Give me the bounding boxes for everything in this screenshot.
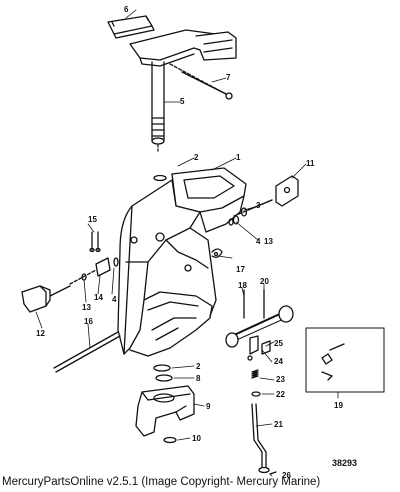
callout-4-right: 4 bbox=[256, 237, 261, 246]
part-26-pin bbox=[269, 471, 277, 475]
callout-24: 24 bbox=[274, 357, 283, 366]
part-7-bolt bbox=[169, 63, 233, 100]
drawing-number: 38293 bbox=[332, 458, 357, 468]
callout-12: 12 bbox=[36, 329, 45, 338]
part-17-clip bbox=[211, 248, 223, 258]
callout-6: 6 bbox=[124, 5, 129, 14]
part-24-25-fittings bbox=[247, 340, 271, 361]
callout-11: 11 bbox=[306, 159, 315, 168]
callout-2: 2 bbox=[194, 153, 199, 162]
callout-3: 3 bbox=[256, 201, 261, 210]
part-10-washer bbox=[163, 436, 177, 444]
callout-13-left: 13 bbox=[82, 303, 91, 312]
part-12-handle bbox=[21, 285, 71, 313]
callout-15: 15 bbox=[88, 215, 97, 224]
callout-4-left: 4 bbox=[112, 295, 117, 304]
callout-10: 10 bbox=[192, 434, 201, 443]
callout-5: 5 bbox=[180, 97, 185, 106]
copyright-footer: MercuryPartsOnline v2.5.1 (Image Copyrig… bbox=[2, 476, 321, 488]
part-21-rod bbox=[251, 403, 270, 474]
part-5-swivel-arm bbox=[129, 29, 237, 154]
part-14-sleeve bbox=[69, 257, 119, 285]
part-2-washer-top bbox=[153, 174, 167, 182]
part-6-plate bbox=[107, 15, 155, 39]
callout-18: 18 bbox=[238, 281, 247, 290]
callout-16: 16 bbox=[84, 317, 93, 326]
callout-9: 9 bbox=[206, 402, 211, 411]
part-3-bolt bbox=[228, 199, 273, 226]
callout-1: 1 bbox=[236, 153, 241, 162]
part-8-bushing bbox=[155, 374, 173, 382]
callout-8: 8 bbox=[196, 374, 201, 383]
callout-19: 19 bbox=[334, 401, 343, 410]
callout-7: 7 bbox=[226, 73, 231, 82]
part-1-swivel-bracket bbox=[117, 167, 247, 357]
callout-23: 23 bbox=[276, 375, 285, 384]
callout-26: 26 bbox=[282, 471, 291, 480]
callout-14: 14 bbox=[94, 293, 103, 302]
part-2-washer-bottom bbox=[153, 364, 171, 372]
callout-22: 22 bbox=[276, 390, 285, 399]
callout-labels: 6 7 5 1 2 11 3 4 13 17 15 14 4 13 12 16 … bbox=[36, 5, 357, 480]
part-20-lever bbox=[225, 289, 294, 355]
callout-2-lower: 2 bbox=[196, 362, 201, 371]
part-22-washer bbox=[251, 391, 261, 397]
part-11-bracket bbox=[275, 175, 299, 207]
part-23-spring bbox=[251, 369, 259, 379]
callout-13-right: 13 bbox=[264, 237, 273, 246]
callout-20: 20 bbox=[260, 277, 269, 286]
callout-25: 25 bbox=[274, 339, 283, 348]
leader-lines bbox=[35, 9, 339, 477]
part-19-inset-box bbox=[305, 327, 385, 393]
part-16-rod bbox=[53, 331, 121, 373]
part-15-pins bbox=[89, 231, 101, 253]
callout-21: 21 bbox=[274, 420, 283, 429]
part-9-clamp bbox=[135, 385, 195, 437]
callout-17: 17 bbox=[236, 265, 245, 274]
